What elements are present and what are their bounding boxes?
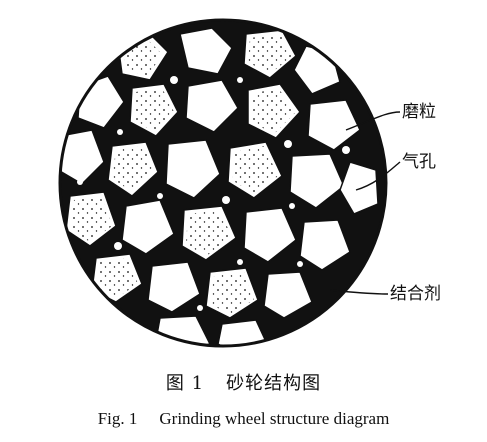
- grain: [147, 261, 201, 313]
- grinding-wheel-diagram: [58, 18, 401, 348]
- grain: [165, 139, 221, 199]
- grain: [243, 207, 297, 263]
- leader-line-grain: [345, 111, 401, 131]
- label-pore: 气孔: [402, 152, 436, 172]
- caption-en-title: Grinding wheel structure diagram: [159, 409, 390, 428]
- grain: [185, 79, 239, 133]
- caption-english: Fig. 1 Grinding wheel structure diagram: [0, 409, 487, 429]
- grain: [179, 27, 233, 75]
- caption-en-number: Fig. 1: [97, 409, 138, 428]
- caption-cn-number: 图 1: [165, 373, 205, 394]
- pores: [77, 76, 350, 311]
- leader-line-pore: [355, 161, 401, 191]
- wheel-outline: [58, 18, 388, 348]
- caption-chinese: 图 1 砂轮结构图: [0, 369, 487, 395]
- label-abrasive-grain: 磨粒: [402, 102, 436, 122]
- grain: [289, 153, 345, 209]
- grain-texture: [70, 34, 296, 314]
- grain: [60, 129, 105, 185]
- grain: [299, 219, 351, 271]
- label-bond: 结合剂: [390, 284, 441, 304]
- grain: [263, 271, 313, 319]
- grain: [339, 161, 379, 215]
- grain: [121, 199, 175, 255]
- wheel-structure: [60, 20, 386, 346]
- caption-cn-title: 砂轮结构图: [226, 373, 322, 394]
- grain: [307, 99, 361, 151]
- leader-line-bond: [329, 289, 389, 295]
